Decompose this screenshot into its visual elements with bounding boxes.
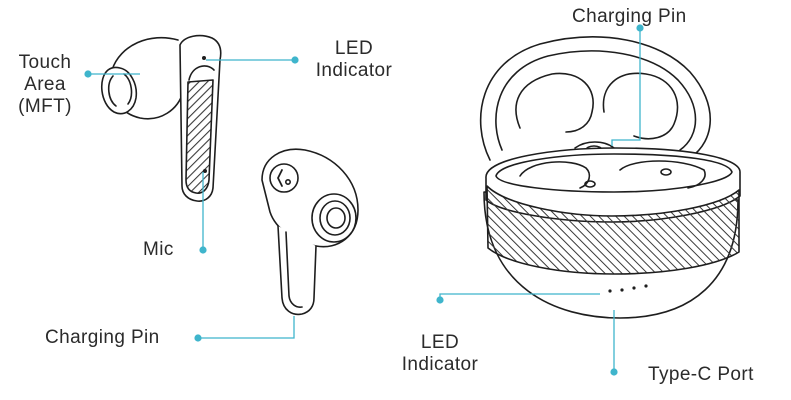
leader-charging-pin-bud-dot [194,334,202,342]
leader-led-indicator-case-dot [436,296,444,304]
charging-case [479,36,741,319]
leader-charging-pin-case [611,28,641,146]
label-charging-pin-case: Charging Pin [572,6,687,27]
bud-led-dot [202,56,206,60]
label-led-indicator-bud-line1: LED [334,38,374,59]
leader-touch-area-dot [84,70,92,78]
earbud-front-view [261,148,359,316]
leader-charging-pin-bud [198,316,295,339]
label-mic: Mic [143,239,174,260]
leader-lines [84,24,644,376]
label-led-indicator-bud-line2: Indicator [315,60,393,81]
leader-charging-pin-case-dot [636,24,644,32]
label-type-c-port: Type-C Port [648,364,754,385]
label-led-indicator-case-line2: Indicator [401,354,479,375]
label-charging-pin-bud: Charging Pin [45,327,160,348]
label-led-indicator-bud: LED Indicator [304,38,404,82]
case-knurl-band [486,185,740,275]
label-touch-area: Touch Area (MFT) [8,52,82,118]
touch-area-texture [185,79,214,194]
label-led-indicator-case: LED Indicator [390,332,490,376]
label-touch-area-line1: Touch [18,52,72,73]
label-touch-area-line2: Area [24,74,66,95]
earbud-side-view [101,34,222,202]
logo-icon [269,163,299,193]
bud-mic-dot [203,169,207,173]
leader-mic-dot [199,246,207,254]
leader-type-c-port-dot [610,368,618,376]
label-touch-area-line3: (MFT) [18,96,72,117]
label-led-indicator-case-line1: LED [420,332,460,353]
leader-led-indicator-bud-dot [291,56,299,64]
